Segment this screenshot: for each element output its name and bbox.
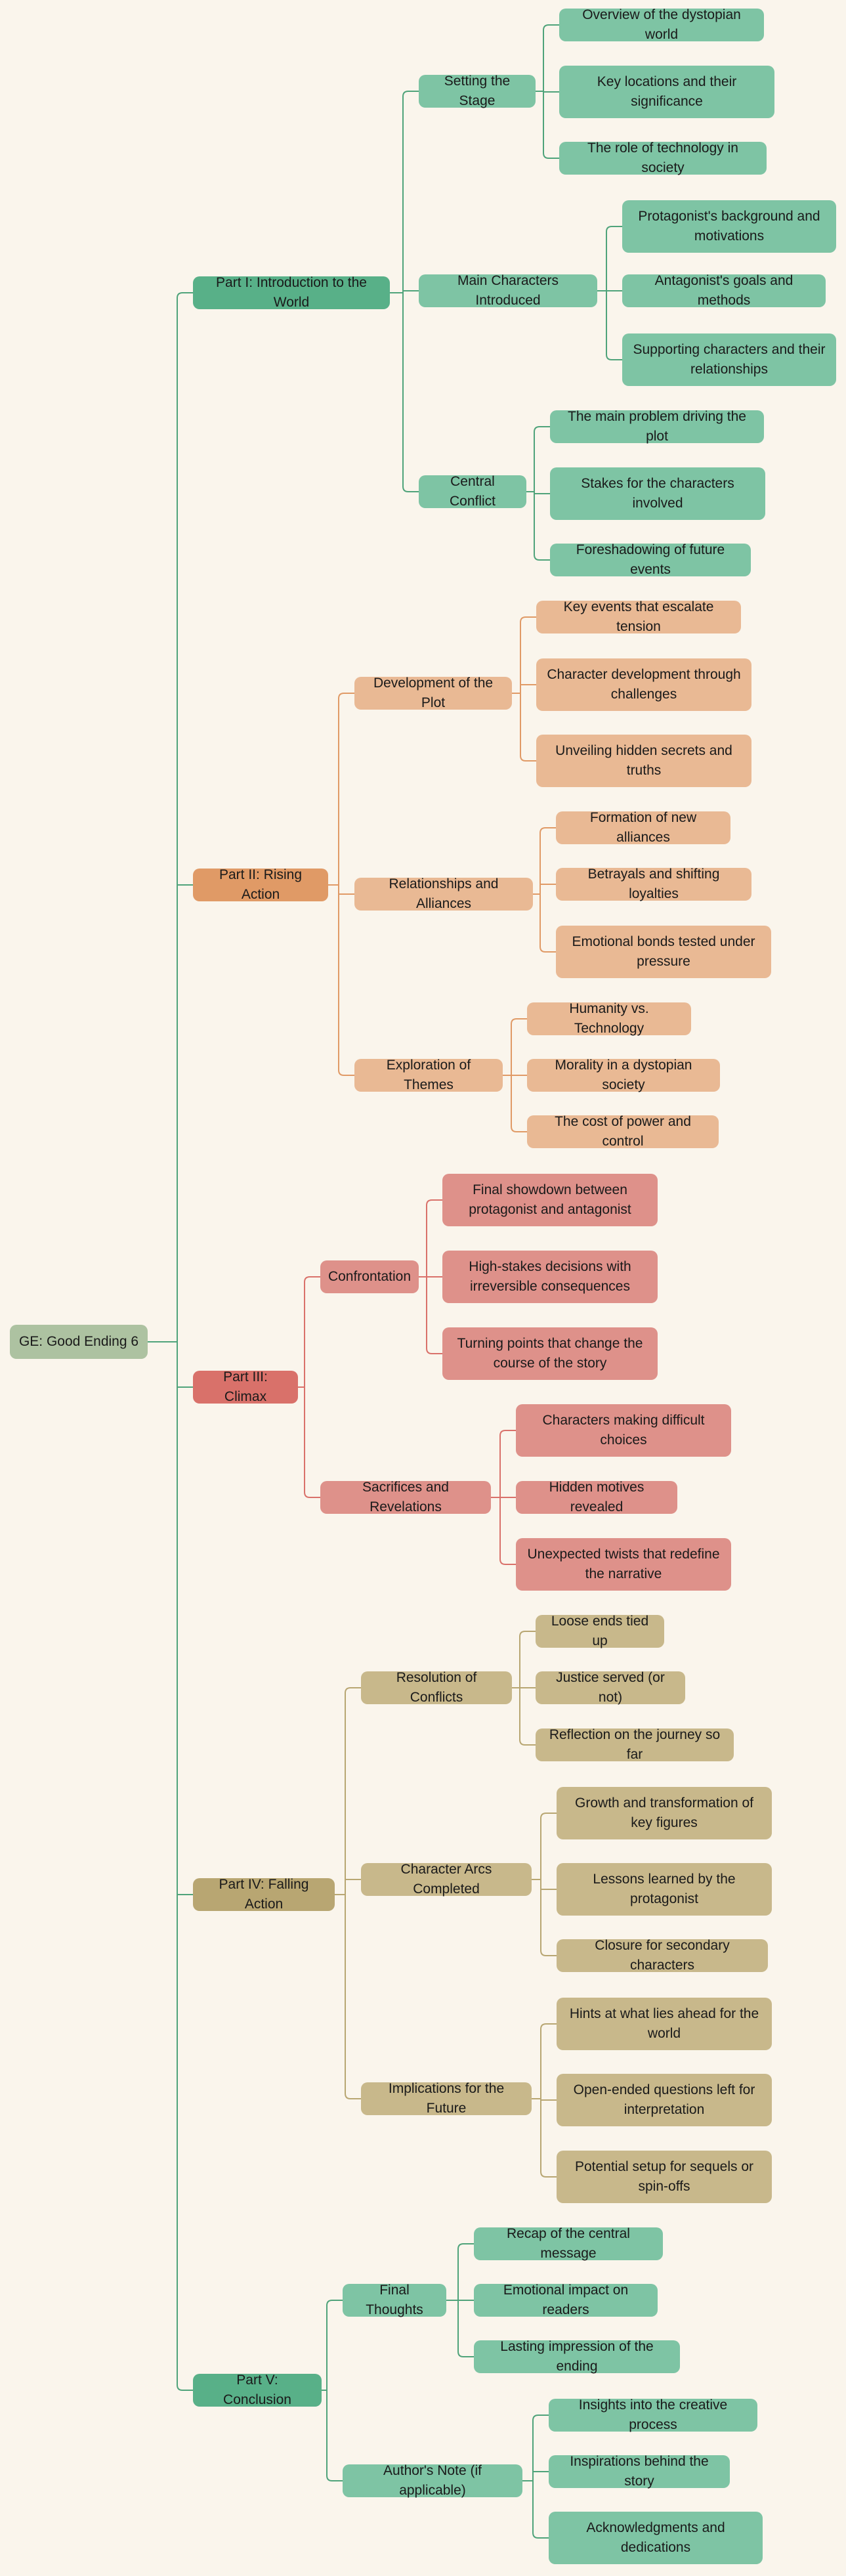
topic-connector-1-1 <box>536 24 559 159</box>
part-node-part-iv-falling-action[interactable]: Part IV: Falling Action <box>193 1877 335 1912</box>
leaf-node-supporting-characters-and-their-relationships[interactable]: Supporting characters and their relation… <box>622 333 836 386</box>
topic-node-main-characters-introduced[interactable]: Main Characters Introduced <box>419 273 597 308</box>
leaf-node-acknowledgments-and-dedications[interactable]: Acknowledgments and dedications <box>549 2512 763 2564</box>
leaf-node-high-stakes-decisions-with-irreversible-consequences[interactable]: High-stakes decisions with irreversible … <box>442 1251 658 1303</box>
leaf-node-reflection-on-the-journey-so-far[interactable]: Reflection on the journey so far <box>536 1727 734 1762</box>
leaf-node-growth-and-transformation-of-key-figures[interactable]: Growth and transformation of key figures <box>557 1787 772 1839</box>
topic-connector-3-1 <box>419 1199 442 1354</box>
topic-connector-2-2 <box>533 827 556 953</box>
topic-connector-5-1 <box>446 2243 474 2357</box>
topic-node-setting-the-stage[interactable]: Setting the Stage <box>419 74 536 108</box>
leaf-node-antagonist-s-goals-and-methods[interactable]: Antagonist's goals and methods <box>622 273 826 308</box>
part-connector-4 <box>335 1687 361 2099</box>
part-connector-1 <box>390 91 419 492</box>
leaf-node-humanity-vs-technology[interactable]: Humanity vs. Technology <box>527 1001 691 1036</box>
topic-connector-3-2 <box>491 1430 516 1565</box>
topic-node-sacrifices-and-revelations[interactable]: Sacrifices and Revelations <box>320 1480 491 1514</box>
topic-connector-2-1 <box>512 616 536 762</box>
leaf-node-unveiling-hidden-secrets-and-truths[interactable]: Unveiling hidden secrets and truths <box>536 735 751 787</box>
leaf-node-the-cost-of-power-and-control[interactable]: The cost of power and control <box>527 1114 719 1149</box>
leaf-node-betrayals-and-shifting-loyalties[interactable]: Betrayals and shifting loyalties <box>556 867 751 901</box>
topic-connector-5-2 <box>522 2415 549 2539</box>
topic-connector-1-2 <box>597 226 622 360</box>
leaf-node-closure-for-secondary-characters[interactable]: Closure for secondary characters <box>557 1938 768 1973</box>
leaf-node-justice-served-or-not[interactable]: Justice served (or not) <box>536 1670 685 1705</box>
topic-connector-4-2 <box>532 1813 557 1956</box>
leaf-node-loose-ends-tied-up[interactable]: Loose ends tied up <box>536 1614 664 1648</box>
leaf-node-final-showdown-between-protagonist-and-antagonist[interactable]: Final showdown between protagonist and a… <box>442 1174 658 1226</box>
topic-node-character-arcs-completed[interactable]: Character Arcs Completed <box>361 1862 532 1897</box>
leaf-node-emotional-bonds-tested-under-pressure[interactable]: Emotional bonds tested under pressure <box>556 926 771 978</box>
topic-node-final-thoughts[interactable]: Final Thoughts <box>343 2283 446 2317</box>
topic-node-relationships-and-alliances[interactable]: Relationships and Alliances <box>354 876 533 911</box>
topic-node-implications-for-the-future[interactable]: Implications for the Future <box>361 2081 532 2116</box>
leaf-node-potential-setup-for-sequels-or-spin-offs[interactable]: Potential setup for sequels or spin-offs <box>557 2151 772 2203</box>
leaf-node-character-development-through-challenges[interactable]: Character development through challenges <box>536 658 751 711</box>
leaf-node-lasting-impression-of-the-ending[interactable]: Lasting impression of the ending <box>474 2339 680 2374</box>
leaf-node-insights-into-the-creative-process[interactable]: Insights into the creative process <box>549 2397 757 2432</box>
leaf-node-inspirations-behind-the-story[interactable]: Inspirations behind the story <box>549 2454 730 2489</box>
part-connector-3 <box>298 1276 320 1498</box>
leaf-node-overview-of-the-dystopian-world[interactable]: Overview of the dystopian world <box>559 7 764 42</box>
part-node-part-v-conclusion[interactable]: Part V: Conclusion <box>193 2372 322 2407</box>
leaf-node-formation-of-new-alliances[interactable]: Formation of new alliances <box>556 810 730 845</box>
topic-connector-2-3 <box>503 1018 527 1132</box>
leaf-node-the-role-of-technology-in-society[interactable]: The role of technology in society <box>559 140 767 175</box>
leaf-node-unexpected-twists-that-redefine-the-narrative[interactable]: Unexpected twists that redefine the narr… <box>516 1538 731 1591</box>
topic-connector-4-1 <box>512 1631 536 1746</box>
leaf-node-morality-in-a-dystopian-society[interactable]: Morality in a dystopian society <box>527 1058 720 1092</box>
topic-connector-1-3 <box>526 426 550 561</box>
topic-node-confrontation[interactable]: Confrontation <box>320 1260 419 1293</box>
leaf-node-recap-of-the-central-message[interactable]: Recap of the central message <box>474 2226 663 2261</box>
topic-node-exploration-of-themes[interactable]: Exploration of Themes <box>354 1058 503 1092</box>
topic-connector-4-3 <box>532 2023 557 2178</box>
topic-node-central-conflict[interactable]: Central Conflict <box>419 474 526 509</box>
root-connector <box>148 292 193 2391</box>
leaf-node-hints-at-what-lies-ahead-for-the-world[interactable]: Hints at what lies ahead for the world <box>557 1998 772 2050</box>
leaf-node-key-locations-and-their-significance[interactable]: Key locations and their significance <box>559 66 774 118</box>
root-node[interactable]: GE: Good Ending 6 <box>10 1325 148 1359</box>
leaf-node-emotional-impact-on-readers[interactable]: Emotional impact on readers <box>474 2283 658 2317</box>
leaf-node-foreshadowing-of-future-events[interactable]: Foreshadowing of future events <box>550 542 751 577</box>
leaf-node-key-events-that-escalate-tension[interactable]: Key events that escalate tension <box>536 599 741 634</box>
leaf-node-lessons-learned-by-the-protagonist[interactable]: Lessons learned by the protagonist <box>557 1863 772 1916</box>
part-connector-5 <box>322 2300 343 2481</box>
part-node-part-iii-climax[interactable]: Part III: Climax <box>193 1369 298 1404</box>
topic-node-resolution-of-conflicts[interactable]: Resolution of Conflicts <box>361 1670 512 1705</box>
leaf-node-protagonist-s-background-and-motivations[interactable]: Protagonist's background and motivations <box>622 200 836 253</box>
leaf-node-turning-points-that-change-the-course-of-the-story[interactable]: Turning points that change the course of… <box>442 1327 658 1380</box>
leaf-node-characters-making-difficult-choices[interactable]: Characters making difficult choices <box>516 1404 731 1457</box>
part-node-part-i-introduction-to-the-world[interactable]: Part I: Introduction to the World <box>193 275 390 310</box>
part-node-part-ii-rising-action[interactable]: Part II: Rising Action <box>193 867 328 902</box>
leaf-node-open-ended-questions-left-for-interpretation[interactable]: Open-ended questions left for interpreta… <box>557 2074 772 2126</box>
leaf-node-hidden-motives-revealed[interactable]: Hidden motives revealed <box>516 1480 677 1514</box>
topic-node-development-of-the-plot[interactable]: Development of the Plot <box>354 676 512 710</box>
leaf-node-stakes-for-the-characters-involved[interactable]: Stakes for the characters involved <box>550 467 765 520</box>
part-connector-2 <box>328 693 354 1076</box>
topic-node-author-s-note-if-applicable[interactable]: Author's Note (if applicable) <box>343 2463 522 2498</box>
leaf-node-the-main-problem-driving-the-plot[interactable]: The main problem driving the plot <box>550 409 764 444</box>
